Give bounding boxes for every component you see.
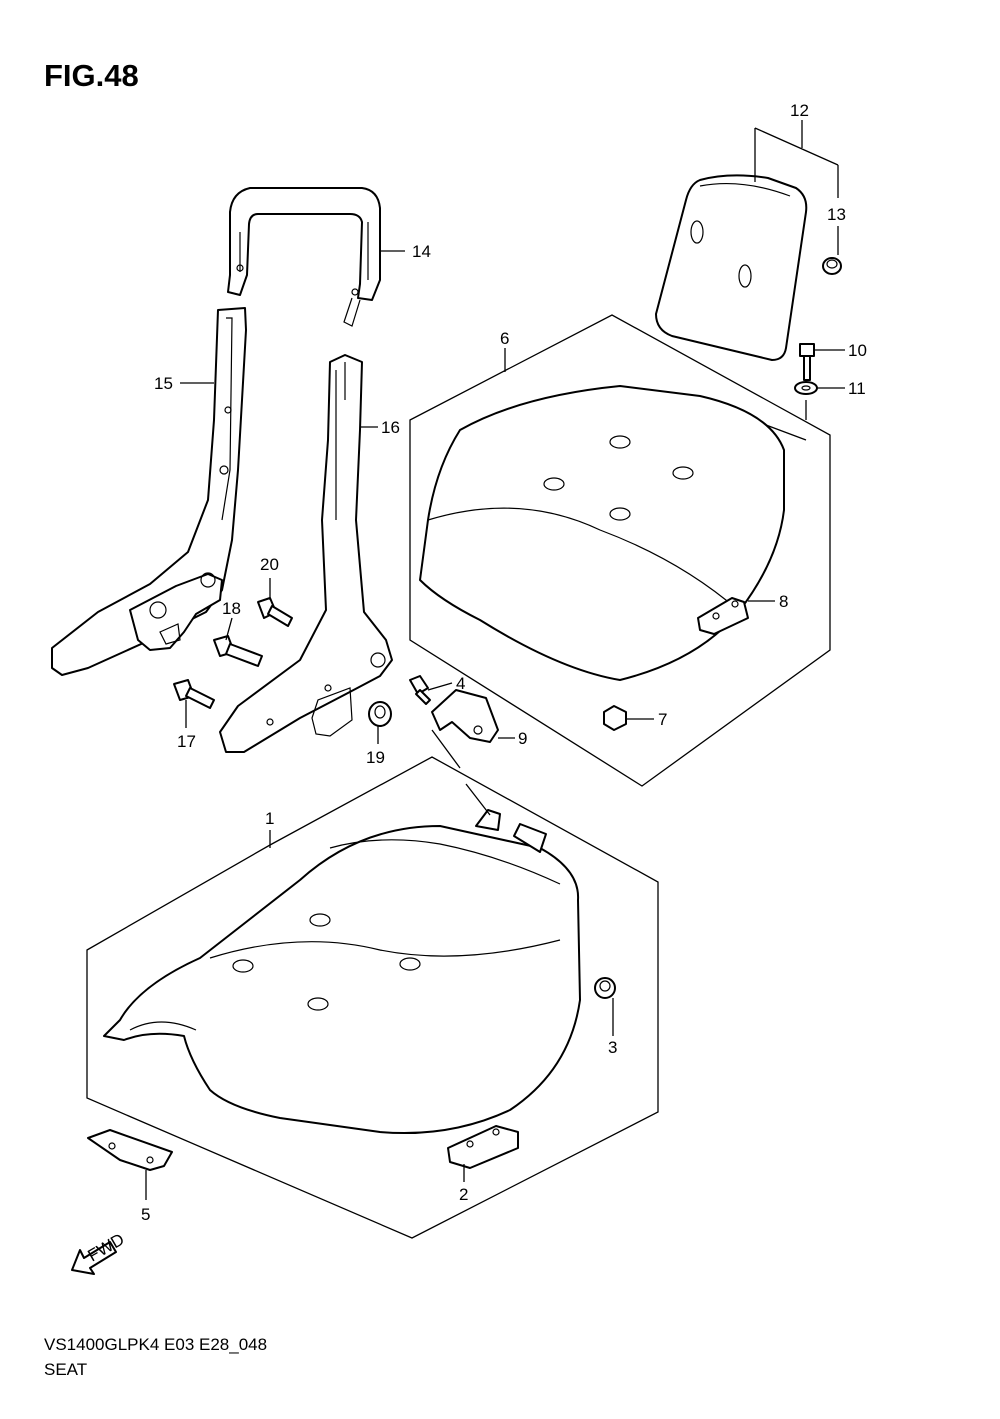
right-backrest-stay-part	[219, 354, 393, 753]
rear-seat-part	[419, 385, 785, 681]
callout-13: 13	[827, 205, 846, 224]
callout-3: 3	[608, 1038, 617, 1057]
bolt-part-17	[173, 679, 215, 709]
forward-arrow-label: FWD	[85, 1230, 128, 1266]
bolt-part-18	[213, 635, 263, 667]
rear-seat-group-outline	[409, 314, 831, 787]
washer-part-11	[794, 381, 818, 395]
callout-5: 5	[141, 1205, 150, 1224]
forward-arrow-icon: FWD	[71, 1230, 128, 1275]
callout-9: 9	[518, 729, 527, 748]
bolt-part-10	[799, 343, 815, 381]
backrest-pad-part	[655, 174, 808, 361]
callout-6: 6	[500, 329, 509, 348]
callout-15: 15	[154, 374, 173, 393]
rubber-block-part-2	[447, 1125, 519, 1169]
callout-labels: 12 13 14 15 16 6 10 11 8 7 4 9 20 18 17 …	[141, 101, 867, 1224]
leader-lines	[145, 120, 845, 1200]
callout-14: 14	[412, 242, 431, 261]
nut-part-19	[368, 701, 392, 727]
callout-19: 19	[366, 748, 385, 767]
front-seat-part	[103, 809, 581, 1135]
callout-8: 8	[779, 592, 788, 611]
callout-12: 12	[790, 101, 809, 120]
nut-part-3	[594, 977, 616, 999]
diagram-code: VS1400GLPK4 E03 E28_048	[44, 1335, 268, 1354]
front-seat-group-outline	[86, 756, 659, 1239]
callout-17: 17	[177, 732, 196, 751]
callout-4: 4	[456, 674, 465, 693]
callout-20: 20	[260, 555, 279, 574]
bracket-part-5	[87, 1129, 173, 1171]
bolt-part-4	[409, 675, 431, 705]
callout-11: 11	[848, 379, 866, 398]
figure-title: FIG.48	[44, 58, 139, 93]
callout-1: 1	[265, 809, 274, 828]
left-backrest-stay-part	[51, 307, 247, 676]
nut-part-13	[822, 257, 842, 275]
bracket-part-8	[697, 597, 749, 635]
nut-part-7	[603, 705, 627, 731]
bolt-part-20	[257, 597, 293, 627]
callout-7: 7	[658, 710, 667, 729]
callout-2: 2	[459, 1185, 468, 1204]
callout-10: 10	[848, 341, 867, 360]
grab-rail-part	[227, 187, 381, 327]
callout-18: 18	[222, 599, 241, 618]
diagram-name: SEAT	[44, 1360, 88, 1379]
bracket-part-9	[431, 689, 499, 743]
callout-16: 16	[381, 418, 400, 437]
